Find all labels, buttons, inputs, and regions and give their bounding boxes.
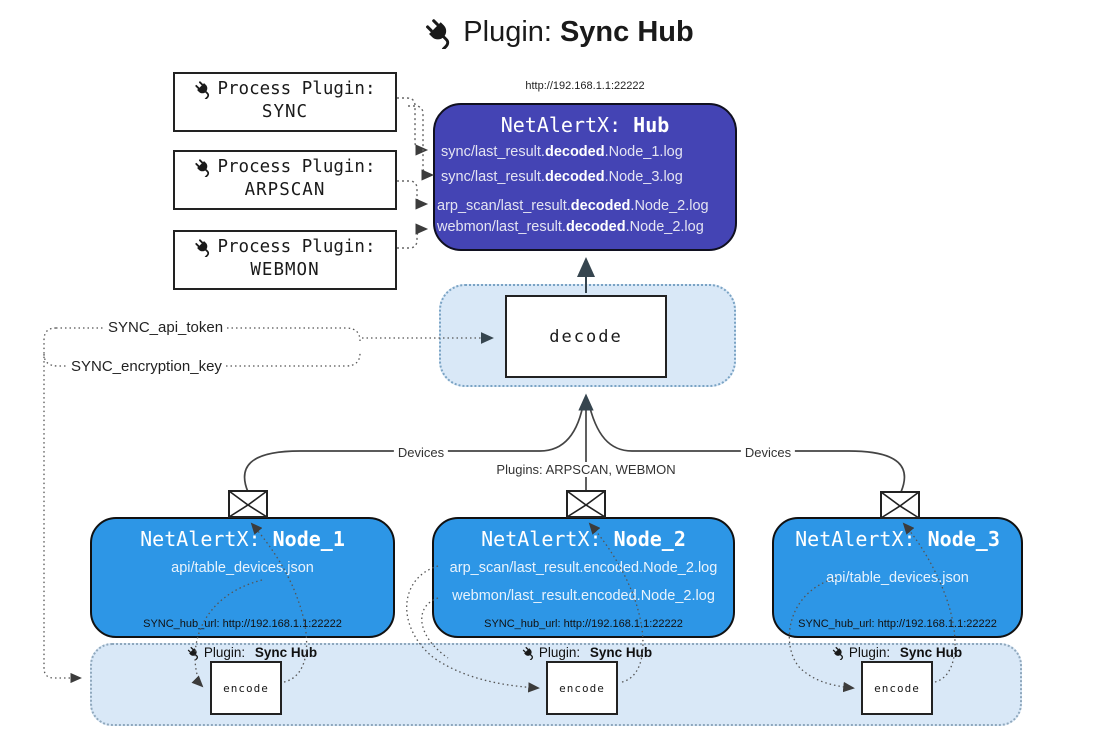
hub-file-line: sync/last_result.decoded.Node_3.log (441, 169, 683, 185)
bar-plugin-label: Plugin: Sync Hub (522, 645, 652, 660)
hub-title: NetAlertX: Hub (433, 113, 737, 137)
node-file-line: api/table_devices.json (826, 570, 969, 586)
plug-icon (423, 17, 455, 49)
node-title: NetAlertX: Node_3 (795, 527, 1000, 551)
process-plugin-box-arpscan: Process Plugin: ARPSCAN (173, 150, 397, 210)
hub-title-name: Hub (633, 113, 670, 137)
envelope-icon (566, 490, 606, 518)
node-title: NetAlertX: Node_2 (481, 527, 686, 551)
envelope-icon (880, 491, 920, 519)
node-hub-url: SYNC_hub_url: http://192.168.1.1:22222 (143, 618, 342, 630)
hub-file-line: sync/last_result.decoded.Node_1.log (441, 144, 683, 160)
decode-box: decode (505, 295, 667, 378)
title-name: Sync Hub (559, 16, 694, 48)
sync-api-token-label: SYNC_api_token (105, 319, 227, 336)
bar-plugin-label: Plugin: Sync Hub (187, 645, 317, 660)
title-prefix: Plugin: (463, 16, 552, 48)
node-file-line: api/table_devices.json (171, 560, 314, 576)
edge-label-devices-left: Devices (393, 445, 449, 460)
plug-icon (187, 646, 201, 660)
edge-label-devices-right: Devices (740, 445, 796, 460)
encode-box: encode (861, 661, 933, 715)
process-plugin-name: SYNC (261, 102, 309, 122)
process-plugin-label: Process Plugin: (217, 237, 376, 257)
node-to-decode-curves (243, 393, 906, 493)
process-to-hub-links (397, 97, 435, 249)
sync-encryption-key-label: SYNC_encryption_key (68, 358, 225, 375)
node-hub-url: SYNC_hub_url: http://192.168.1.1:22222 (484, 618, 683, 630)
node-file-line: webmon/last_result.encoded.Node_2.log (452, 588, 715, 604)
plug-icon (194, 238, 213, 257)
plug-icon (194, 80, 213, 99)
page-title: Plugin: Sync Hub (423, 16, 694, 49)
hub-file-line: webmon/last_result.decoded.Node_2.log (437, 219, 704, 235)
process-plugin-box-sync: Process Plugin: SYNC (173, 72, 397, 132)
process-plugin-name: WEBMON (250, 260, 320, 280)
hub-url: http://192.168.1.1:22222 (525, 80, 645, 92)
plug-icon (194, 158, 213, 177)
edge-label-plugins: Plugins: ARPSCAN, WEBMON (492, 462, 680, 477)
bar-plugin-label: Plugin: Sync Hub (832, 645, 962, 660)
node-title: NetAlertX: Node_1 (140, 527, 345, 551)
process-plugin-name: ARPSCAN (244, 180, 326, 200)
node-file-line: arp_scan/last_result.encoded.Node_2.log (449, 560, 718, 576)
plug-icon (522, 646, 536, 660)
plug-icon (832, 646, 846, 660)
hub-file-line: arp_scan/last_result.decoded.Node_2.log (437, 198, 709, 214)
process-plugin-box-webmon: Process Plugin: WEBMON (173, 230, 397, 290)
encode-box: encode (546, 661, 618, 715)
process-plugin-label: Process Plugin: (217, 79, 376, 99)
envelope-icon (228, 490, 268, 518)
node-hub-url: SYNC_hub_url: http://192.168.1.1:22222 (798, 618, 997, 630)
encode-box: encode (210, 661, 282, 715)
process-plugin-label: Process Plugin: (217, 157, 376, 177)
hub-title-prefix: NetAlertX: (500, 113, 622, 137)
